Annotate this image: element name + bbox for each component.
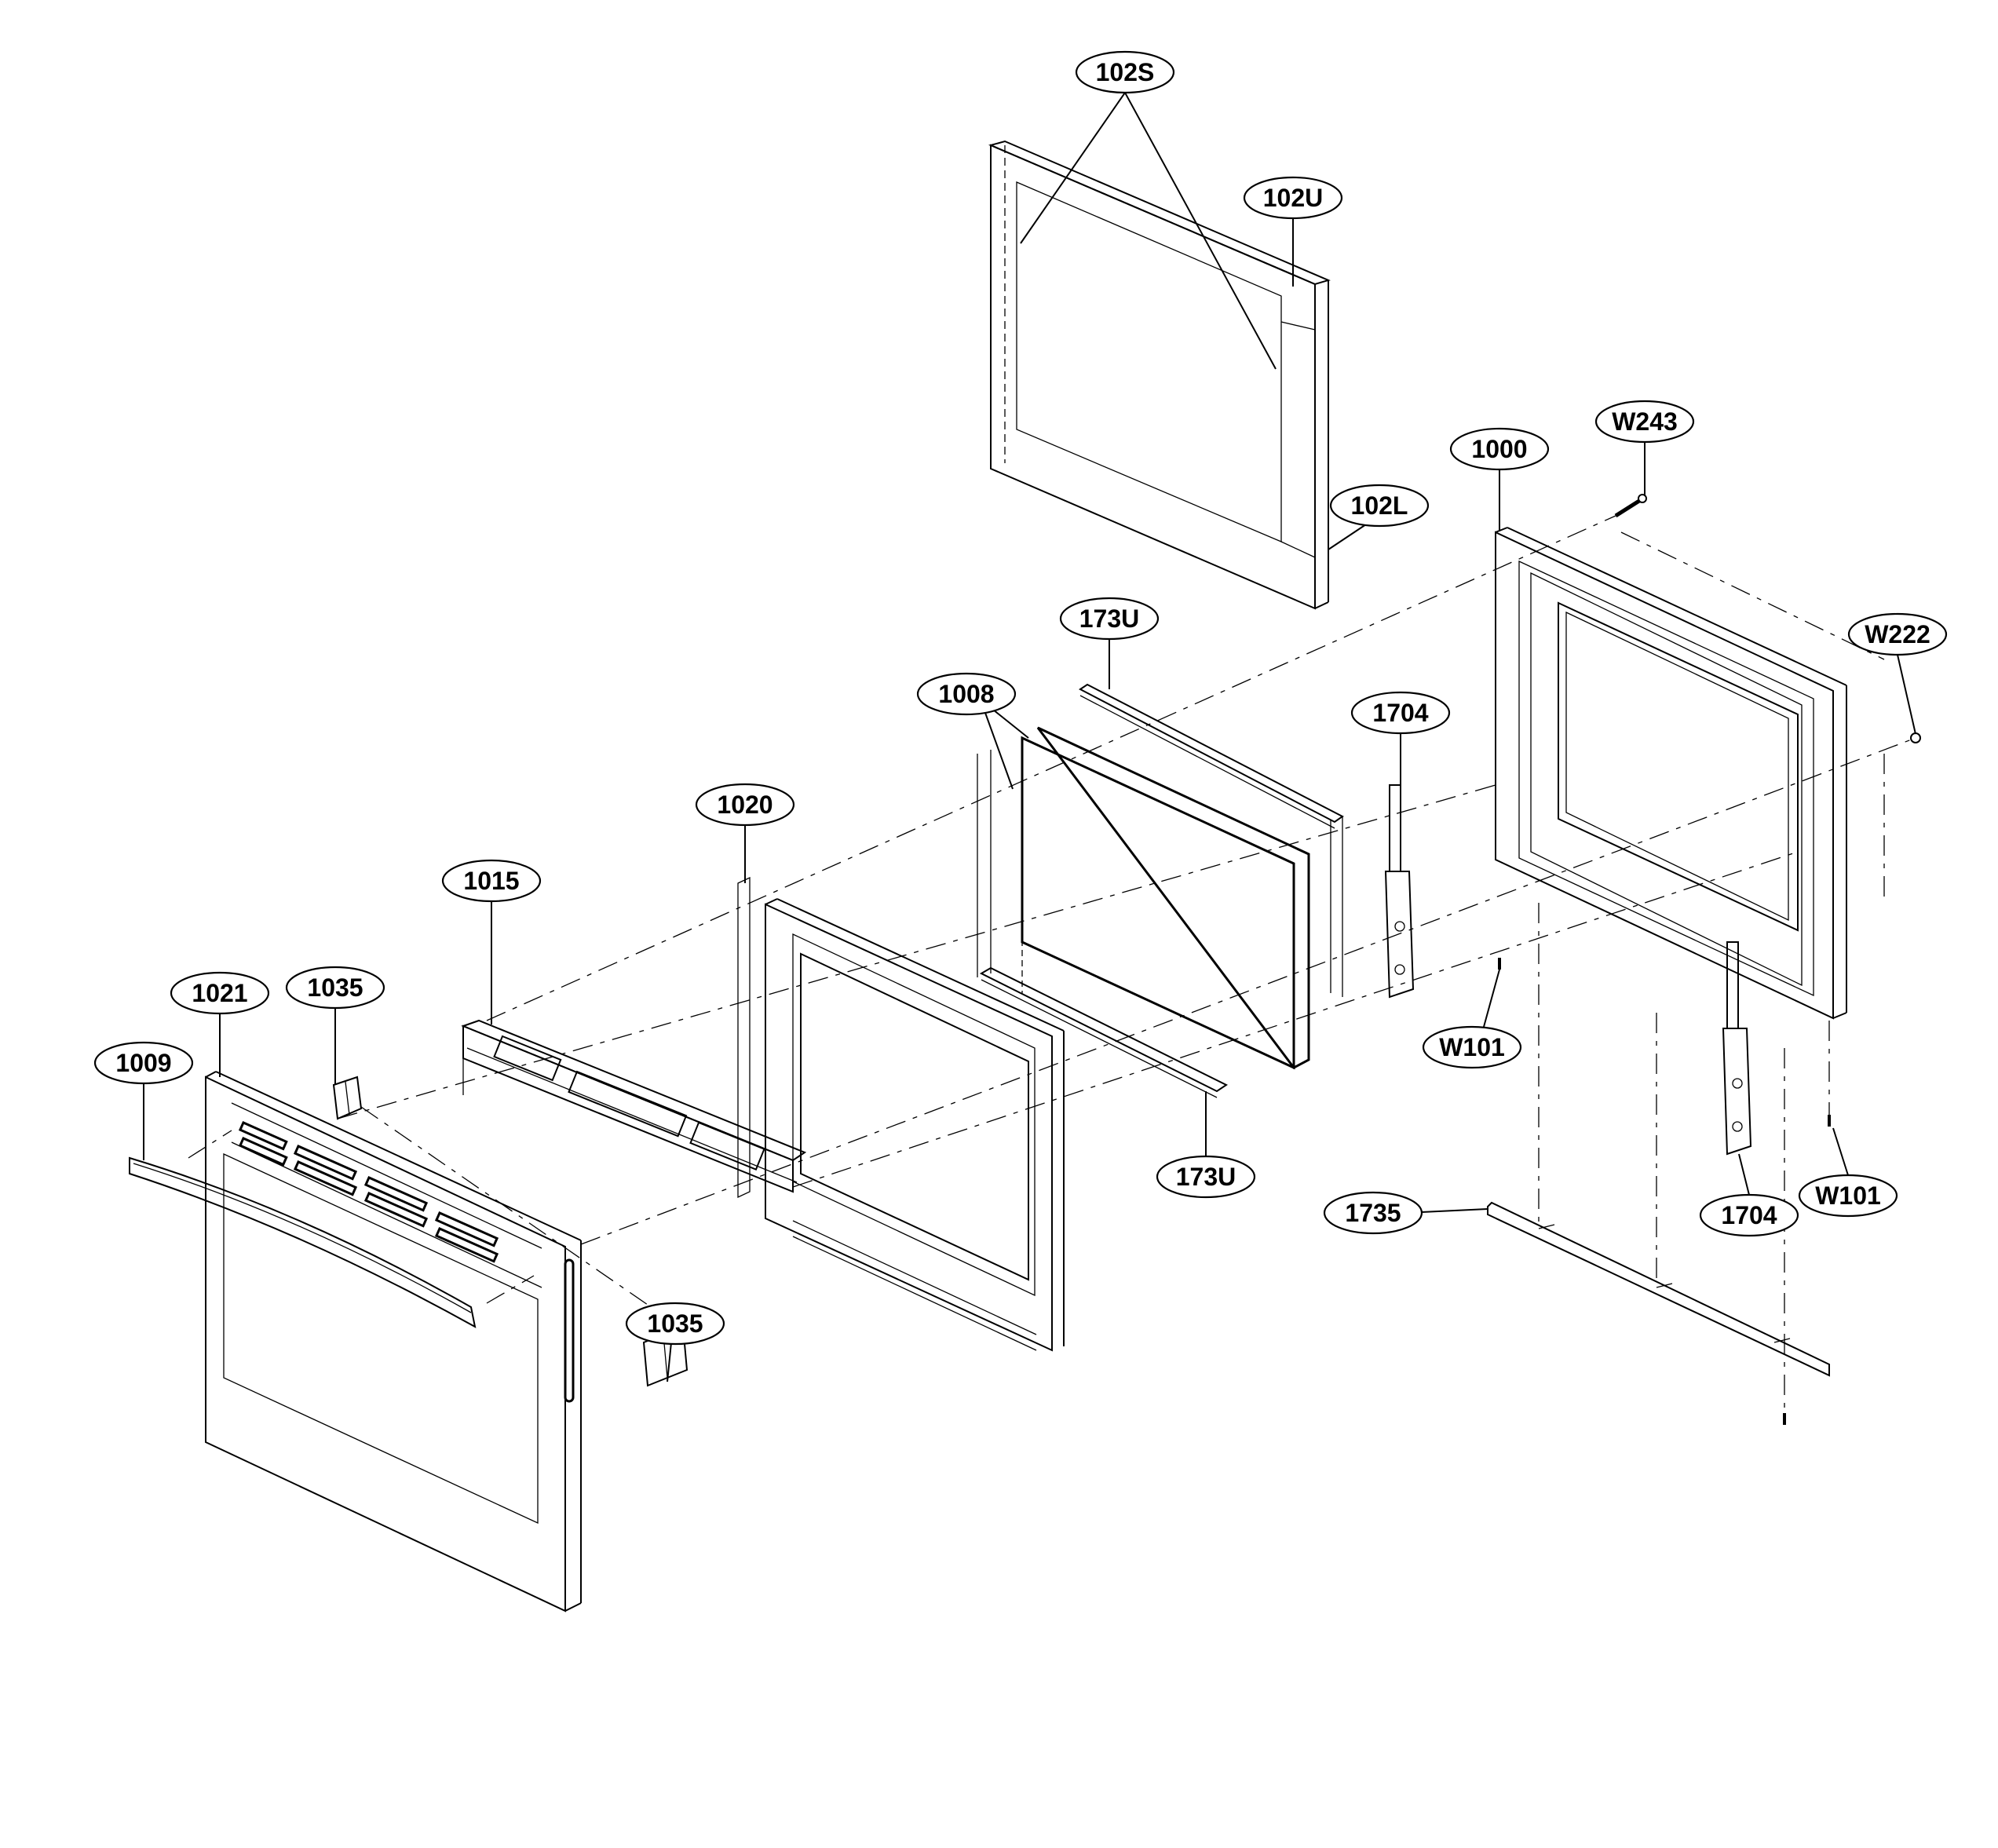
callout-W101-right: W101 (1798, 1174, 1898, 1218)
callout-1009: 1009 (93, 1041, 194, 1085)
callout-1015: 1015 (441, 859, 542, 903)
callout-label: 102L (1351, 491, 1408, 520)
callout-label: 1735 (1345, 1199, 1401, 1227)
part-1008-glass (1021, 726, 1310, 1070)
callout-102L: 102L (1329, 484, 1430, 528)
leader-lines (143, 92, 1916, 1382)
part-1020-door-frame (737, 876, 1065, 1352)
callout-W243: W243 (1594, 400, 1695, 444)
callout-W101-left: W101 (1422, 1025, 1522, 1069)
callout-label: 1035 (647, 1309, 703, 1338)
part-1704-hinge-top (1384, 784, 1415, 999)
part-173U-channel-top (1079, 683, 1344, 997)
callout-1000: 1000 (1449, 427, 1550, 471)
callout-1020: 1020 (695, 783, 795, 827)
screw-W222 (1910, 732, 1921, 743)
callout-1704-bottom: 1704 (1699, 1193, 1799, 1237)
assembly-centerlines (188, 515, 1916, 1413)
callout-label: 1008 (938, 680, 994, 708)
callout-173U-bottom: 173U (1156, 1155, 1256, 1199)
callout-102S: 102S (1075, 50, 1175, 94)
callout-label: W101 (1439, 1033, 1505, 1061)
callout-label: 1021 (192, 979, 247, 1007)
callout-label: 102U (1263, 184, 1324, 212)
callout-label: W101 (1815, 1181, 1881, 1210)
callout-label: 1000 (1471, 435, 1527, 463)
part-1021-outer-panel (205, 1071, 582, 1612)
part-1015-vent-duct (461, 1019, 807, 1193)
callout-label: 173U (1079, 604, 1140, 633)
part-1735-bottom-trim (1487, 1201, 1830, 1377)
callout-label: 1704 (1372, 699, 1428, 727)
callout-1704-top: 1704 (1350, 691, 1451, 735)
part-1704-hinge-bottom (1722, 941, 1752, 1156)
callout-W222: W222 (1847, 612, 1948, 656)
callout-1035-top: 1035 (285, 966, 385, 1010)
callout-label: 1704 (1721, 1201, 1777, 1229)
callout-label: 1035 (307, 973, 363, 1002)
callout-label: 1009 (115, 1049, 171, 1077)
callout-173U-top: 173U (1059, 597, 1160, 641)
callout-label: 1020 (717, 791, 773, 819)
callout-1035-bottom: 1035 (625, 1302, 725, 1346)
callout-1735: 1735 (1323, 1191, 1423, 1235)
part-173U-channel-bottom (977, 750, 1228, 1098)
part-1000-inner-panel (1495, 527, 1847, 1020)
part-1035-bracket-top (332, 1076, 363, 1120)
callout-label: W243 (1612, 407, 1678, 436)
part-1009-handle (129, 1156, 477, 1328)
callout-label: 1015 (463, 867, 519, 895)
callout-1021: 1021 (170, 971, 270, 1015)
callout-label: 173U (1176, 1163, 1236, 1191)
callout-label: 102S (1096, 58, 1155, 86)
part-102-trim-frame (988, 140, 1331, 610)
screw-W243 (1614, 494, 1647, 518)
callout-1008: 1008 (916, 672, 1017, 716)
callout-label: W222 (1865, 620, 1930, 648)
callout-102U: 102U (1243, 176, 1343, 220)
